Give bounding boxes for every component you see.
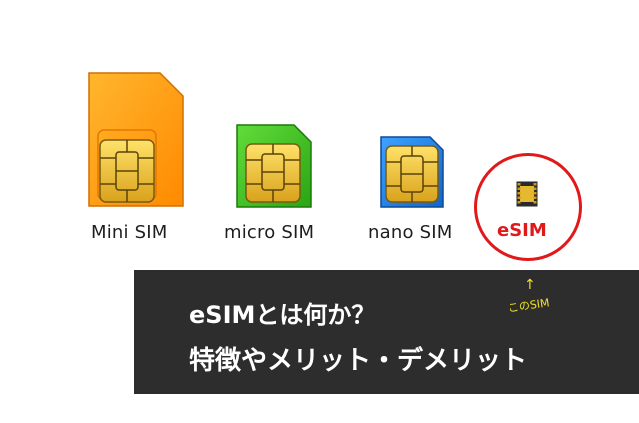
nano-sim-icon bbox=[380, 136, 444, 208]
annotation-arrow-icon: ↑ bbox=[524, 277, 536, 293]
mini-sim-card bbox=[88, 72, 184, 207]
banner-title-line1: eSIMとは何か？ bbox=[189, 301, 376, 329]
micro-sim-label: micro SIM bbox=[224, 222, 315, 243]
nano-sim-card bbox=[380, 136, 444, 208]
banner-title-line2: 特徴やメリット・デメリット bbox=[189, 346, 528, 376]
micro-sim-icon bbox=[236, 124, 312, 208]
micro-sim-card bbox=[236, 124, 312, 208]
mini-sim-label: Mini SIM bbox=[91, 222, 168, 243]
mini-sim-icon bbox=[88, 72, 184, 207]
title-banner: eSIMとは何か？ 特徴やメリット・デメリット bbox=[134, 270, 639, 394]
esim-chip-icon bbox=[516, 181, 538, 207]
nano-sim-label: nano SIM bbox=[368, 222, 453, 243]
esim-highlight-circle bbox=[474, 153, 582, 261]
esim-chip bbox=[516, 181, 538, 207]
esim-label: eSIM bbox=[497, 220, 547, 241]
